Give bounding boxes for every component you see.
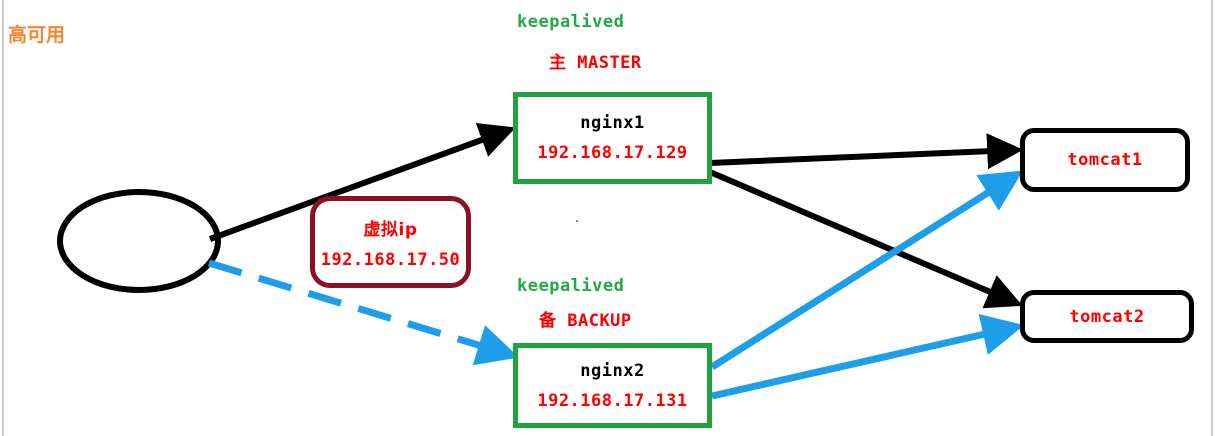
node-tomcat2[interactable]: tomcat2 bbox=[1020, 290, 1194, 343]
keepalived-label-backup: keepalived bbox=[517, 276, 625, 296]
edge-nginx1-to-tomcat2 bbox=[708, 169, 1023, 309]
left-gutter-line bbox=[2, 0, 4, 436]
node-nginx2[interactable]: nginx2 192.168.17.131 bbox=[513, 343, 712, 428]
node-virtual-ip[interactable]: 虚拟ip 192.168.17.50 bbox=[310, 196, 471, 288]
edge-nginx2-to-tomcat2 bbox=[711, 313, 1025, 400]
role-label-backup: 备 BACKUP bbox=[539, 311, 632, 331]
role-label-master: 主 MASTER bbox=[549, 53, 642, 73]
edge-nginx1-to-tomcat1 bbox=[709, 133, 1024, 170]
node-tomcat1-name: tomcat1 bbox=[1067, 150, 1143, 170]
node-virtual-ip-address: 192.168.17.50 bbox=[320, 249, 461, 270]
client-ellipse bbox=[57, 189, 221, 293]
node-virtual-ip-name: 虚拟ip bbox=[363, 219, 418, 240]
page-title: 高可用 bbox=[8, 24, 66, 46]
edge-nginx2-to-tomcat1 bbox=[710, 170, 1024, 370]
node-tomcat1[interactable]: tomcat1 bbox=[1020, 128, 1190, 192]
node-nginx1-name: nginx1 bbox=[580, 113, 645, 133]
edge-client-to-nginx2 bbox=[207, 259, 520, 366]
right-gutter-line bbox=[1211, 0, 1213, 436]
node-nginx1-ip: 192.168.17.129 bbox=[537, 143, 688, 163]
node-nginx1[interactable]: nginx1 192.168.17.129 bbox=[513, 92, 712, 184]
node-nginx2-ip: 192.168.17.131 bbox=[537, 390, 688, 411]
node-tomcat2-name: tomcat2 bbox=[1069, 306, 1145, 327]
edge-client-to-nginx1 bbox=[208, 122, 516, 242]
keepalived-label-master: keepalived bbox=[517, 12, 625, 32]
stray-dot-artifact bbox=[576, 220, 578, 222]
node-nginx2-name: nginx2 bbox=[580, 360, 645, 381]
